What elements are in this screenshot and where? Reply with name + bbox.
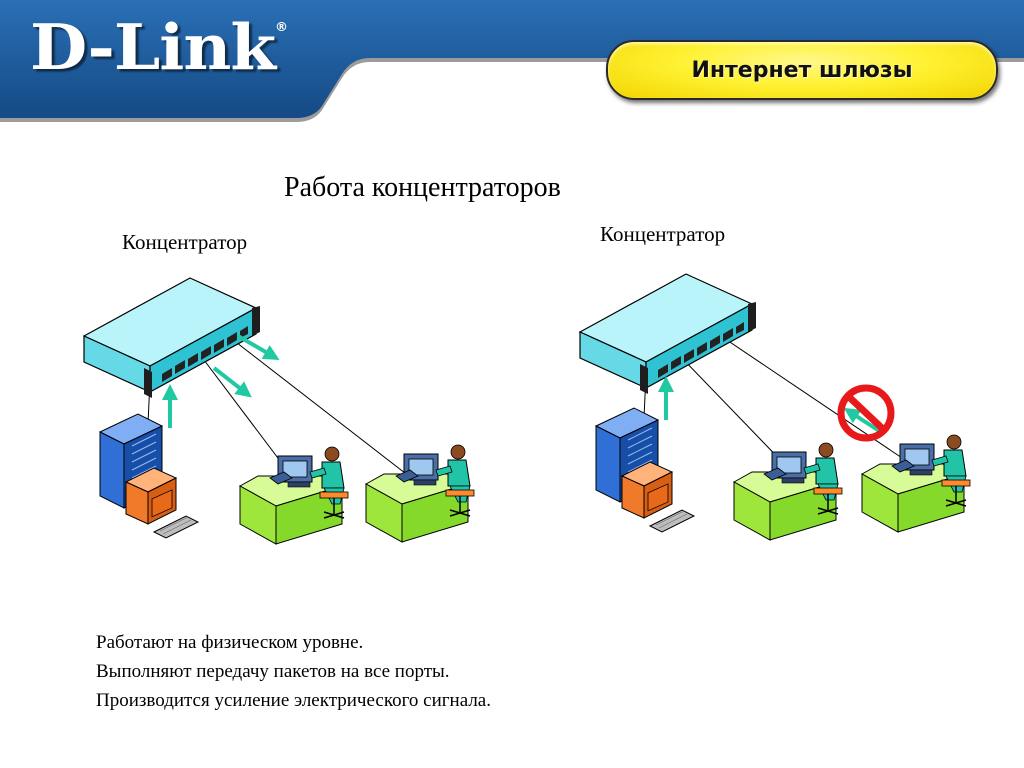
server-icon-right xyxy=(595,407,695,533)
left-panel-diagram xyxy=(83,277,475,545)
registered-mark: ® xyxy=(275,20,288,35)
notes-list: Работают на физическом уровне. Выполняют… xyxy=(96,628,491,715)
workstation-icon-left-1 xyxy=(239,446,349,545)
note-signal-amplification: Производится усиление электрического сиг… xyxy=(96,690,491,711)
server-icon-left xyxy=(99,413,199,539)
hub-icon-right xyxy=(579,273,757,395)
hub-icon-left xyxy=(83,277,261,399)
right-panel-diagram xyxy=(579,273,971,541)
section-badge: Интернет шлюзы xyxy=(606,40,998,100)
arrow-up-icon-left xyxy=(160,382,180,430)
section-badge-label: Интернет шлюзы xyxy=(691,57,913,83)
hub-label-right: Концентратор xyxy=(600,222,726,246)
hub-label-left: Концентратор xyxy=(122,230,248,254)
workstation-icon-right-1 xyxy=(733,442,843,541)
workstation-icon-left-2 xyxy=(365,444,475,543)
slide-title: Работа концентраторов xyxy=(284,172,561,203)
header-bar xyxy=(0,0,1024,122)
brand-logo: D-Link® xyxy=(30,16,288,79)
arrow-up-icon-right xyxy=(656,374,676,422)
brand-logo-text: D-Link xyxy=(30,9,276,85)
prohibit-icon xyxy=(837,384,895,442)
workstation-icon-right-2 xyxy=(861,434,971,533)
note-physical-layer: Работают на физическом уровне. xyxy=(96,632,364,653)
note-broadcast-all-ports: Выполняют передачу пакетов на все порты. xyxy=(96,661,450,682)
